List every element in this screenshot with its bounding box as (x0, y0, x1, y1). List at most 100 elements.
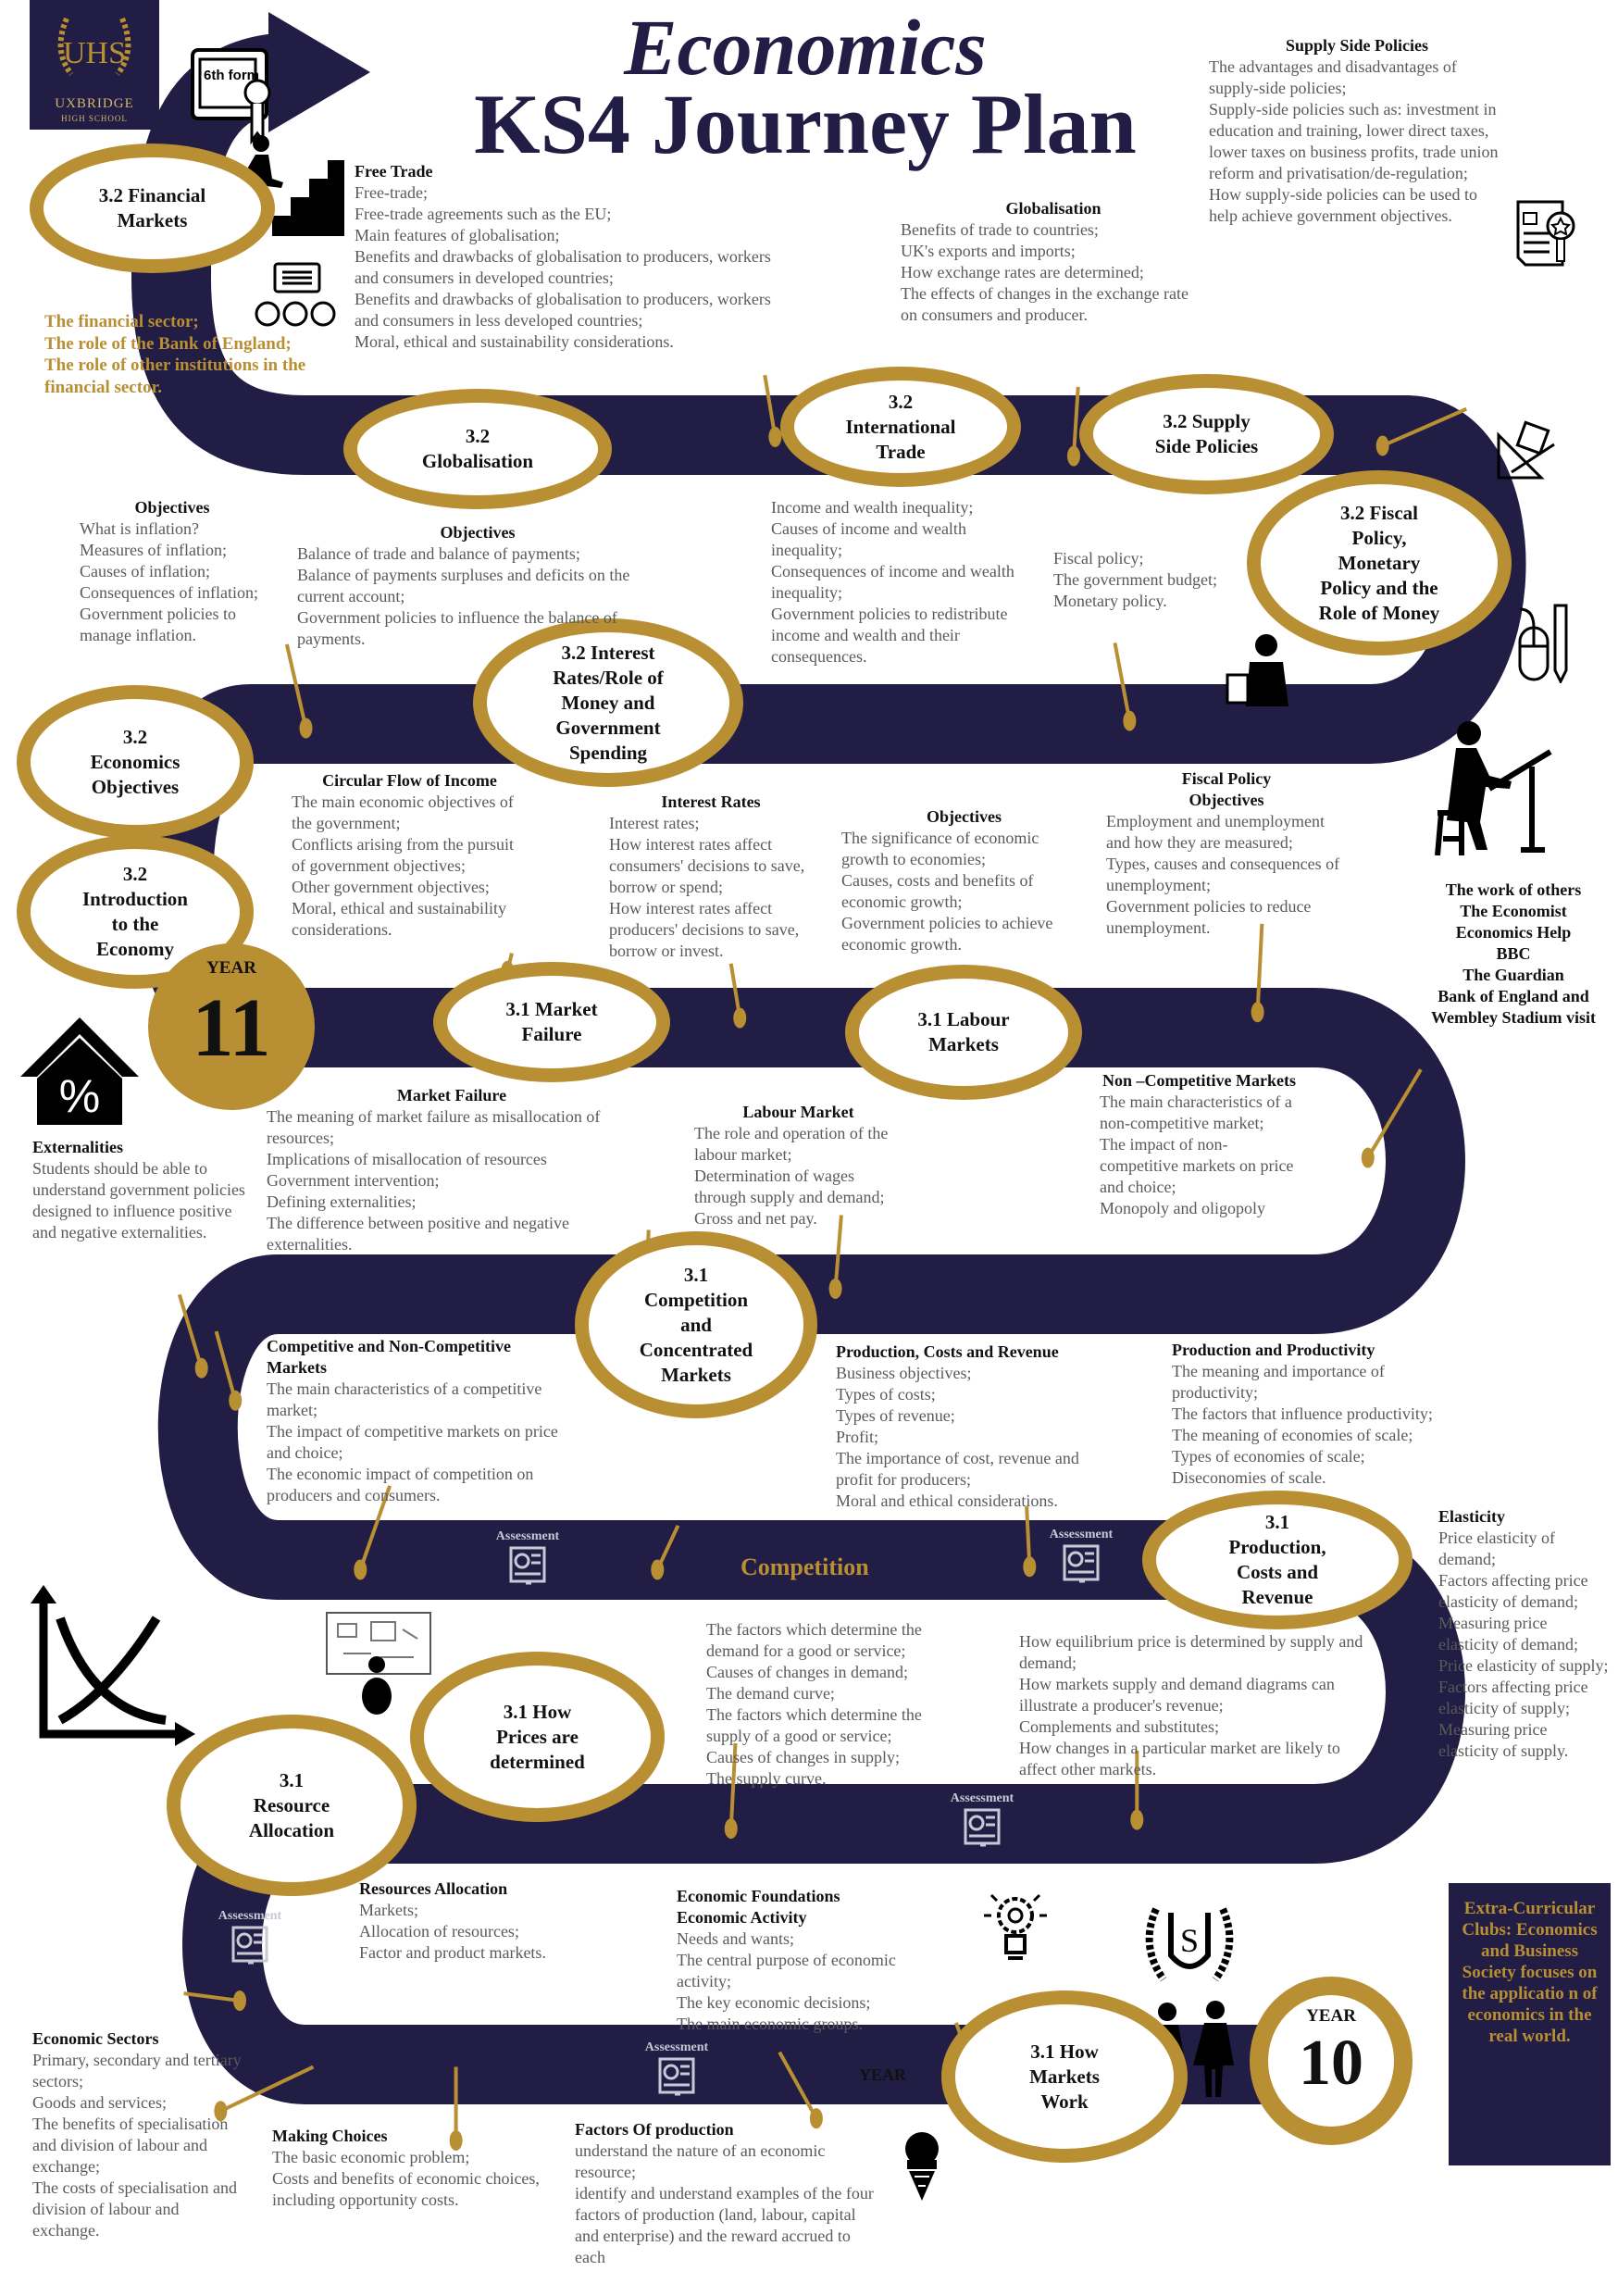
stage-label-line: Globalisation (421, 450, 534, 472)
block-line: The advantages and disadvantages of supp… (1209, 57, 1457, 97)
gold-pin-dot (233, 1990, 247, 2012)
block-line: Benefits and drawbacks of globalisation … (355, 247, 771, 287)
block-line: How markets supply and demand diagrams c… (1019, 1675, 1335, 1715)
block-line: Other government objectives; (292, 878, 490, 896)
block-line: The demand curve; (706, 1684, 835, 1703)
block-heading: Elasticity (1438, 1507, 1505, 1526)
block-heading: Non –Competitive Markets (1102, 1071, 1296, 1090)
block-line: The role of other institutions in the fi… (44, 356, 306, 397)
certificate-icon: 6th form (191, 48, 276, 155)
stage-label-line: 3.2 Financial (98, 184, 206, 206)
assessment-marker[interactable]: Assessment (208, 1909, 292, 1968)
block-heading: Globalisation (1005, 199, 1101, 218)
year-11-badge: YEAR 11 (148, 943, 315, 1110)
block-line: The Guardian (1462, 966, 1564, 984)
stage-label-line: Economy (96, 938, 174, 960)
assessment-marker[interactable]: Assessment (940, 1791, 1024, 1851)
block-line: Balance of payments surpluses and defici… (297, 566, 630, 605)
stage-label-line: Introduction (82, 888, 188, 910)
gold-pin-dot (809, 2108, 823, 2129)
block-line: Students should be able to understand go… (32, 1159, 245, 1242)
block-heading: Making Choices (272, 2127, 388, 2145)
block-heading: Interest Rates (661, 792, 761, 811)
gold-pin-line (833, 1215, 843, 1290)
stage-label-line: determined (490, 1750, 585, 1773)
stage-label-line: 3.1 (683, 1263, 709, 1286)
gold-pin-line (1381, 406, 1468, 448)
block-heading: Objectives (440, 523, 516, 542)
block-line: The basic economic problem; (272, 2148, 470, 2166)
block-line: The main characteristics of a competitiv… (267, 1379, 542, 1419)
block-line: The effects of changes in the exchange r… (901, 284, 1189, 324)
gold-pin-line (1071, 386, 1080, 456)
assessment-marker[interactable]: Assessment (635, 2040, 718, 2100)
gold-pin-dot (1361, 1147, 1375, 1168)
laurel-crest-icon: UHS (57, 17, 131, 76)
stage-label-line: Money and (561, 691, 655, 714)
block-heading: Circular Flow of Income (322, 771, 497, 790)
gold-pin-dot (449, 2129, 463, 2151)
block-line: Moral, ethical and sustainability consid… (292, 899, 506, 939)
gold-pin-dot (651, 1559, 665, 1580)
block-line: Measures of inflation; (80, 541, 227, 559)
block-line: How equilibrium price is determined by s… (1019, 1632, 1363, 1672)
block-line: Bank of England and Wembley Stadium visi… (1430, 987, 1596, 1027)
block-line: The benefits of specialisation and divis… (32, 2115, 229, 2176)
stage-label-line: Role of Money (1318, 601, 1440, 624)
block-line: Profit; (836, 1428, 879, 1446)
stage-label-line: 3.2 Fiscal (1340, 501, 1418, 524)
assessment-icon (509, 1546, 546, 1585)
assessment-marker[interactable]: Assessment (486, 1529, 569, 1589)
house-percent-icon: % (15, 1012, 144, 1131)
stage-label-line: to the (111, 913, 159, 935)
gold-pin-line (1255, 923, 1264, 1013)
block-line: The central purpose of economic activity… (677, 1951, 896, 1990)
block-heading: Factors Of production (575, 2120, 734, 2139)
block-heading: Objectives (134, 498, 210, 517)
assessment-marker[interactable]: Assessment (1039, 1528, 1123, 1587)
stage-label-line: Markets (117, 209, 188, 231)
title-economics: Economics (624, 3, 987, 92)
equilibrium-block: How equilibrium price is determined by s… (1019, 1631, 1380, 1780)
stage-label-line: Policy and the (1320, 576, 1438, 599)
block-line: Causes, costs and benefits of economic g… (841, 871, 1034, 911)
inequality-block: Income and wealth inequality;Causes of i… (771, 497, 1021, 668)
gold-pins (177, 374, 1468, 2151)
ice-cream-icon (902, 2130, 942, 2205)
logo-name: UXBRIDGE (55, 96, 134, 111)
gold-pin-line (219, 2065, 315, 2114)
assessment-icon (231, 1926, 268, 1965)
stage-label-line: Markets (928, 1033, 999, 1055)
block-line: Balance of trade and balance of payments… (297, 544, 580, 563)
assessment-icon (1063, 1544, 1100, 1583)
stage-label-line: 3.2 (122, 863, 148, 885)
stage-label-line: Economics (90, 750, 180, 773)
block-line: How interest rates affect producers' dec… (609, 899, 800, 960)
block-heading: Supply Side Policies (1285, 36, 1429, 55)
block-heading: Production, Costs and Revenue (836, 1342, 1059, 1361)
gold-pin-dot (229, 1390, 243, 1411)
stage-label-line: 3.2 (465, 425, 491, 447)
block-heading: Resources Allocation (359, 1879, 508, 1898)
